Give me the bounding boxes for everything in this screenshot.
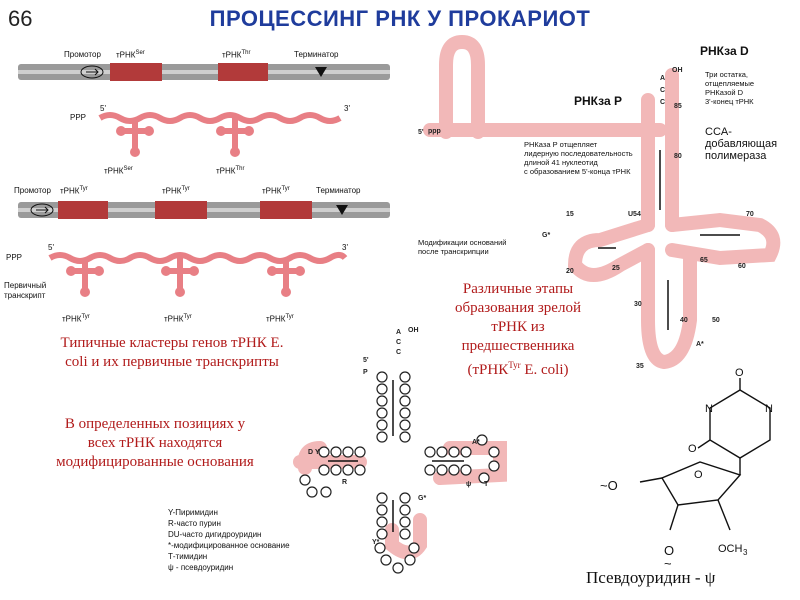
trna-tyr-label-1: тРНКTyr — [60, 186, 88, 196]
three-prime-1: 3' — [344, 104, 350, 113]
slide-title: ПРОЦЕССИНГ РНК У ПРОКАРИОТ — [209, 6, 591, 31]
svg-text:Y*: Y* — [372, 539, 380, 546]
svg-text:C: C — [660, 87, 665, 94]
svg-text:O: O — [688, 443, 697, 455]
svg-text:G*: G* — [542, 232, 550, 239]
pseudouridine-atoms: O N N O O OCH 3 ~O O ~ — [600, 367, 773, 571]
svg-text:D: D — [308, 449, 313, 456]
svg-text:50: 50 — [712, 317, 720, 324]
legend-item: ψ - псевдоуридин — [168, 563, 234, 572]
ppp-marker: ppp — [428, 128, 441, 135]
svg-text:A: A — [396, 329, 401, 336]
cluster2-dna — [18, 201, 390, 219]
legend-item: DU-часто дигидроуридин — [168, 530, 262, 539]
caption-maturation-stages: Различные этапы образования зрелой тРНК … — [455, 281, 581, 378]
product-ser-label: тРНКSer — [104, 166, 133, 176]
modification-note: Модификации оснований после транскрипции — [418, 238, 507, 256]
svg-text:60: 60 — [738, 263, 746, 270]
svg-text:P: P — [363, 369, 368, 376]
svg-text:80: 80 — [674, 153, 682, 160]
ppp-label-2: PPP — [6, 253, 23, 262]
caption-modified-bases: В определенных позициях у всех тРНК нахо… — [56, 416, 254, 470]
svg-text:35: 35 — [636, 363, 644, 370]
svg-text:C: C — [660, 99, 665, 106]
svg-text:A: A — [660, 75, 665, 82]
cca-polymerase-label: CCA- добавляющая полимераза — [705, 126, 778, 162]
svg-text:5': 5' — [363, 357, 369, 364]
svg-text:O: O — [694, 469, 703, 481]
svg-text:A*: A* — [472, 439, 480, 446]
svg-text:Y: Y — [315, 449, 320, 456]
svg-text:A*: A* — [696, 341, 704, 348]
terminator-label-1: Терминатор — [294, 50, 339, 59]
caption-gene-clusters: Типичные кластеры генов тРНК E. coli и и… — [60, 335, 284, 370]
svg-text:25: 25 — [612, 265, 620, 272]
three-prime-2: 3' — [342, 243, 348, 252]
cluster1-dna — [18, 63, 390, 81]
terminator-marker-2 — [336, 205, 348, 215]
product-thr-label: тРНКThr — [216, 166, 245, 176]
svg-text:O: O — [664, 543, 674, 558]
svg-text:O: O — [735, 367, 744, 379]
svg-text:R: R — [342, 479, 347, 486]
svg-text:N: N — [765, 403, 773, 415]
trna-tyr-product-2: тРНКTyr — [164, 314, 192, 324]
gene-trna-ser — [110, 63, 162, 81]
pseudouridine-label: Псевдоуридин - ψ — [586, 568, 716, 587]
svg-text:20: 20 — [566, 268, 574, 275]
five-prime-marker: 5' — [418, 129, 424, 136]
terminator-marker-1 — [315, 67, 327, 77]
promoter-label-2: Промотор — [14, 186, 51, 195]
cluster1-transcript — [98, 112, 342, 157]
primary-transcript-l1: Первичный — [4, 281, 47, 290]
trna-tyr-product-3: тРНКTyr — [266, 314, 294, 324]
svg-text:3: 3 — [743, 548, 748, 557]
trna-ser-label: тРНКSer — [116, 50, 145, 60]
svg-text:OCH: OCH — [718, 543, 743, 555]
terminator-label-2: Терминатор — [316, 186, 361, 195]
five-prime-2: 5' — [48, 243, 54, 252]
legend-item: *-модифицированное основание — [168, 541, 290, 550]
five-prime-1: 5' — [100, 104, 106, 113]
primary-transcript-l2: транскрипт — [4, 291, 46, 300]
svg-text:U54: U54 — [628, 211, 641, 218]
promoter-label-1: Промотор — [64, 50, 101, 59]
oh-marker: OH — [672, 67, 683, 74]
legend-item: Т-тимидин — [168, 552, 208, 561]
svg-text:15: 15 — [566, 211, 574, 218]
trna-tyr-product-1: тРНКTyr — [62, 314, 90, 324]
pseudouridine-structure — [639, 378, 771, 531]
trna-tyr-label-3: тРНКTyr — [262, 186, 290, 196]
rnase-d-note: Три остатка, отщепляемые РНКазой D 3'-ко… — [705, 70, 755, 106]
rnase-p-label: РНКза Р — [574, 94, 622, 108]
svg-text:T: T — [484, 481, 489, 488]
trna-thr-label: тРНКThr — [222, 50, 251, 60]
gene-trna-thr — [218, 63, 268, 81]
svg-text:C: C — [396, 349, 401, 356]
rnase-p-note: РНКаза Р отщепляет лидерную последовател… — [524, 140, 633, 176]
svg-text:40: 40 — [680, 317, 688, 324]
svg-text:ψ: ψ — [466, 481, 471, 488]
svg-text:G*: G* — [418, 495, 426, 502]
svg-text:~O: ~O — [600, 478, 618, 493]
cluster2-transcript — [48, 252, 348, 297]
svg-text:OH: OH — [408, 327, 419, 334]
svg-text:70: 70 — [746, 211, 754, 218]
legend-item: Y-Пиримидин — [168, 508, 218, 517]
svg-text:30: 30 — [634, 301, 642, 308]
slide-number: 66 — [8, 6, 33, 31]
ppp-label-1: PPP — [70, 113, 87, 122]
svg-text:~: ~ — [664, 556, 672, 571]
legend-item: R-часто пурин — [168, 519, 221, 528]
trna-tyr-label-2: тРНКTyr — [162, 186, 190, 196]
legend: Y-Пиримидин R-часто пурин DU-часто дигид… — [168, 507, 290, 573]
svg-text:N: N — [705, 403, 713, 415]
rnase-d-label: РНКза D — [700, 44, 749, 58]
svg-text:C: C — [396, 339, 401, 346]
svg-text:65: 65 — [700, 257, 708, 264]
svg-text:85: 85 — [674, 103, 682, 110]
